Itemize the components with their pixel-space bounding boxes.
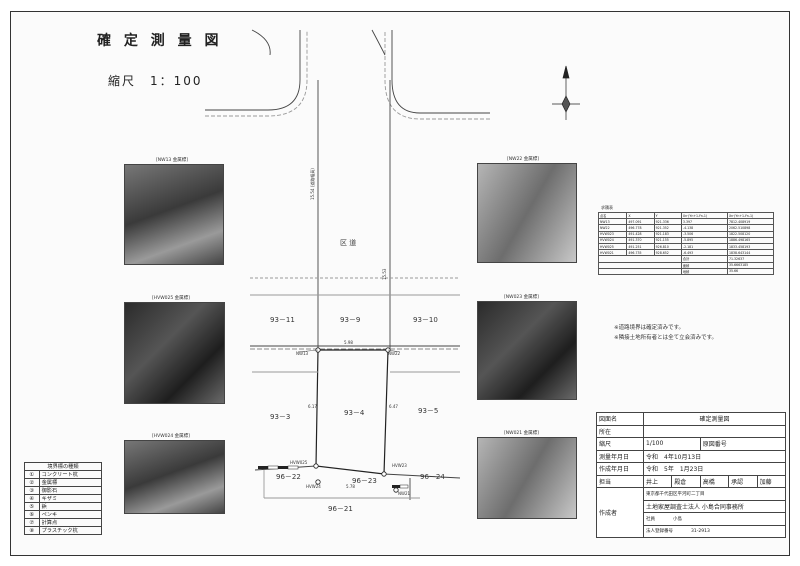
legend-symbol: ② — [24, 478, 40, 487]
legend-header: 境界標の種類 — [24, 462, 102, 471]
coord-total-label: 地積 — [680, 267, 728, 275]
photo-caption-nw23: [NW023 金属標] — [504, 295, 539, 300]
author-member: 社員 小島 — [643, 512, 786, 526]
note-line: ※道路境界は確定済みです。 — [614, 325, 685, 331]
drawing-title: 確 定 測 量 図 — [97, 33, 223, 49]
author-company: 土地家屋調査士法人 小島合同事務所 — [643, 499, 786, 513]
lot-93-4: 93－4 — [344, 409, 365, 417]
lot-96-22: 96－22 — [276, 473, 301, 481]
survey-date-value: 令和 4年10月13日 — [643, 449, 786, 463]
staff-name: 殿倉 — [671, 474, 701, 488]
legend-symbol: ⑥ — [24, 510, 40, 519]
coord-table-caption: 求積表 — [601, 205, 613, 210]
drawing-name-label: 図面名 — [596, 412, 644, 426]
road-width-right: 15.53 — [382, 268, 387, 280]
location-value — [643, 424, 786, 438]
created-date-label: 作成年月日 — [596, 462, 644, 476]
staff-name: 井上 — [642, 474, 673, 488]
legend-label: ペンキ — [38, 510, 103, 519]
note-line: ※隣接土地所有者とは全て立会済みです。 — [614, 335, 718, 341]
legend-label: コンクリート杭 — [38, 470, 103, 479]
survey-date-label: 測量年月日 — [596, 449, 644, 463]
point-nw22: NW22 — [388, 351, 401, 356]
legend-symbol: ⑧ — [24, 526, 40, 535]
staff-label: 担当 — [596, 474, 644, 488]
point-hvw025: HVW025 — [290, 460, 308, 465]
legend-symbol: ③ — [24, 486, 40, 495]
photo-nw21 — [477, 437, 577, 519]
author-label: 作成者 — [596, 487, 644, 538]
legend-label: キザミ — [38, 494, 103, 503]
author-registration: 法人登録番号 31-2913 — [643, 524, 786, 538]
lot-96-21: 96－21 — [328, 505, 353, 513]
scale-block-value: 1/100 — [643, 437, 701, 451]
photo-nw23 — [477, 301, 577, 400]
dim-right: 6.47 — [389, 404, 398, 409]
legend-symbol: ⑦ — [24, 518, 40, 527]
point-hvw23: HVW23 — [392, 463, 407, 468]
photo-caption-nw21: [NW021 金属標] — [504, 431, 539, 436]
lot-93-9: 93－9 — [340, 316, 361, 324]
lot-96-24: 96－24 — [420, 473, 445, 481]
lot-93-5: 93－5 — [418, 407, 439, 415]
north-arrow-icon — [552, 65, 580, 120]
road-width-left: 15.54 (道路幅員) — [310, 168, 315, 200]
staff-name: 高橋 — [699, 474, 730, 488]
legend-label: 御影石 — [38, 486, 103, 495]
title-block: 図面名 確定測量図 所在 縮尺 1/100 原図番号 測量年月日 令和 4年10… — [596, 412, 787, 538]
legend-label: 計算点 — [38, 518, 103, 527]
staff-name: 加藤 — [756, 474, 787, 488]
photo-nw24 — [124, 440, 225, 514]
location-label: 所在 — [596, 424, 644, 438]
photo-nw22 — [477, 163, 577, 263]
point-nw13: NW13 — [296, 351, 309, 356]
lot-96-23: 96－23 — [352, 477, 377, 485]
legend-symbol: ① — [24, 470, 40, 479]
coord-table: 点名 X Y Xn·(Yn+1-Yn-1) Xn·(Yn+1-Yn-1) NW1… — [597, 211, 775, 275]
photo-nw13 — [124, 164, 224, 265]
staff-name: 承認 — [728, 474, 758, 488]
author-address: 東京都千代田区平河町二丁目 — [643, 487, 786, 501]
lot-93-10: 93－10 — [413, 316, 438, 324]
point-nw21: NW21 — [398, 491, 411, 496]
photo-caption-nw25: [HVW025 金属標] — [152, 296, 190, 301]
coord-total-value: 35.66 — [726, 267, 775, 275]
dim-top: 5.98 — [344, 340, 353, 345]
created-date-value: 令和 5年 1月23日 — [643, 462, 786, 476]
legend-symbol: ⑤ — [24, 502, 40, 511]
legend-symbol: ④ — [24, 494, 40, 503]
legend-label: プラスチック杭 — [38, 526, 103, 535]
photo-nw25 — [124, 302, 225, 404]
scale-block-label: 縮尺 — [596, 437, 644, 451]
scale-label: 縮尺 1：100 — [108, 74, 203, 88]
lot-93-3: 93－3 — [270, 413, 291, 421]
legend-label: 金属標 — [38, 478, 103, 487]
lot-93-11: 93－11 — [270, 316, 295, 324]
dim-bottom: 5.78 — [346, 484, 355, 489]
dim-left: 6.17 — [308, 404, 317, 409]
photo-caption-nw22: [NW22 金属標] — [507, 157, 539, 162]
photo-caption-nw24: [HVW024 金属標] — [152, 434, 190, 439]
point-hvw24: HVW24 — [306, 484, 321, 489]
photo-caption-nw13: [NW13 金属標] — [156, 158, 188, 163]
drawing-name-value: 確定測量図 — [643, 412, 786, 426]
legend-label: 鋲 — [38, 502, 103, 511]
road-label: 区 道 — [340, 239, 357, 247]
drawing-number-label: 原図番号 — [699, 437, 787, 451]
